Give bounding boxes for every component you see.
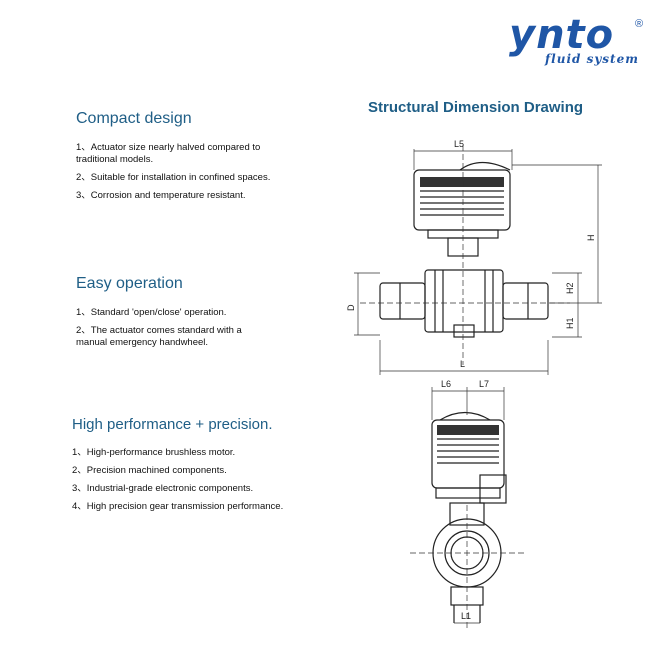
section-title: Compact design — [76, 110, 192, 127]
side-view — [431, 411, 507, 623]
dim-label-l1: L1 — [461, 611, 471, 621]
drawing-title: Structural Dimension Drawing — [368, 99, 584, 116]
feature-list: 1、High-performance brushless motor. 2、Pr… — [72, 447, 332, 513]
section-title: Easy operation — [76, 275, 183, 292]
dim-label-l7: L7 — [479, 379, 489, 389]
front-view — [379, 161, 549, 338]
front-dimension-labels: L5 H H2 H1 D L — [346, 139, 596, 369]
list-item: 3、Corrosion and temperature resistant. — [76, 190, 246, 201]
section-title: High performance + precision. — [72, 416, 273, 433]
brand-logo: ynto fluid system ® — [505, 12, 655, 70]
brand-name: ynto — [509, 12, 615, 58]
list-item: 4、High precision gear transmission perfo… — [72, 501, 284, 512]
feature-high-performance: High performance + precision. 1、High-per… — [72, 416, 332, 519]
dim-label-l: L — [460, 359, 465, 369]
list-item: 2、The actuator comes standard with a man… — [76, 325, 242, 348]
list-item: 1、High-performance brushless motor. — [72, 447, 236, 458]
list-item: 2、Precision machined components. — [72, 465, 227, 476]
side-dimension-labels: L6 L7 L1 — [441, 379, 489, 621]
list-item: 3、Industrial-grade electronic components… — [72, 483, 254, 494]
feature-compact-design: Compact design 1、Actuator size nearly ha… — [76, 110, 326, 208]
feature-list: 1、Standard 'open/close' operation. 2、The… — [76, 307, 326, 349]
structural-dimension-drawing: L5 H H2 H1 D L L6 L7 L1 — [346, 139, 602, 630]
list-item: 2、Suitable for installation in confined … — [76, 172, 271, 183]
feature-easy-operation: Easy operation 1、Standard 'open/close' o… — [76, 275, 326, 355]
feature-list: 1、Actuator size nearly halved compared t… — [76, 142, 326, 202]
list-item: 1、Standard 'open/close' operation. — [76, 307, 227, 318]
side-dimension-lines — [410, 387, 524, 630]
dim-label-l6: L6 — [441, 379, 451, 389]
dim-label-h2: H2 — [565, 282, 575, 294]
dim-label-d: D — [346, 304, 356, 311]
brand-tagline: fluid system — [545, 52, 639, 66]
dim-label-h1: H1 — [565, 317, 575, 329]
list-item: 1、Actuator size nearly halved compared t… — [76, 142, 261, 165]
dim-label-h: H — [586, 235, 596, 242]
registered-mark: ® — [635, 18, 644, 30]
dim-label-l5: L5 — [454, 139, 464, 149]
front-dimension-lines — [354, 145, 602, 375]
